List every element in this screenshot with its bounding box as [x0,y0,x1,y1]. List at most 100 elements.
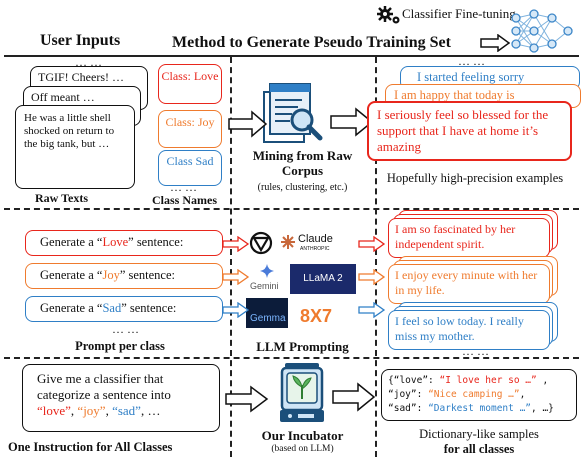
class-names-ellipsis: … … [170,180,197,194]
prompt-love-suffix: ” sentence: [128,235,184,249]
gen-love-card: I am so fascinated by her independent sp… [388,218,550,258]
raw-text-3: He was a little shell shocked on return … [24,112,115,150]
mined-card-love: I seriously feel so blessed for the supp… [367,101,572,161]
user-inputs-heading: User Inputs [40,32,121,49]
instruction-label: One Instruction for All Classes [8,440,173,454]
claude-star-icon [281,235,295,249]
dict-key-joy: “joy”: [388,389,423,400]
prompt-sad-suffix: ” sentence: [121,301,177,315]
gemma-logo: Gemma [246,298,288,328]
mined-text-joy: I am happy that today is [394,88,515,102]
claude-text: Claude [298,233,333,245]
llama-text: LLaMA 2 [303,273,343,284]
mined-text-love: I seriously feel so blessed for the supp… [377,107,549,154]
instruction-sad: “sad” [112,403,141,418]
claude-logo: Claude ANTHROPIC [280,232,358,254]
prompt-love-box: Generate a “Love” sentence: [25,230,223,256]
method-heading: Method to Generate Pseudo Training Set [172,34,451,51]
prompt-ellipsis: … … [112,322,139,336]
mining-sublabel: (rules, clustering, etc.) [257,182,348,193]
prompt-joy-class: Joy [102,268,120,282]
gear-icon [377,6,400,24]
class-sad-label: Class Sad [166,154,214,168]
gemini-logo: Gemini [250,264,286,294]
gemini-star-icon [260,264,274,278]
arrow-into-mining [228,110,268,138]
gemma-text: Gemma [250,313,286,324]
gen-ellipsis: … … [462,344,489,358]
class-joy-label: Class: Joy [165,115,215,129]
raw-texts-label: Raw Texts [35,191,89,205]
llm-prompting-label: LLM Prompting [256,339,349,354]
prompt-per-class-label: Prompt per class [75,339,165,353]
classifier-label: Classifier Fine-tuning [402,6,516,21]
gen-love-text: I am so fascinated by her independent sp… [395,222,516,251]
llama-logo: LLaMA 2 [290,264,356,294]
arrow-sad-out [358,302,386,318]
dict-val-joy: “Nice camping …” [428,389,520,400]
header-divider [4,55,579,57]
arrow-out-mining [330,107,374,137]
row-divider-1 [4,208,579,210]
dict-key-sad: “sad”: [388,403,423,414]
column-divider-left [230,57,232,457]
mined-caption: Hopefully high-precision examples [386,171,564,185]
class-names-label: Class Names [152,193,217,207]
dict-val-sad: “Darkest moment …” [428,403,532,414]
instruction-love: “love” [37,403,71,418]
dictionary-line-sad: “sad”: “Darkest moment …”, …} [388,402,570,416]
class-sad-box: Class Sad [158,150,222,186]
arrow-joy-in [222,269,250,285]
class-love-box: Class: Love [158,64,222,104]
raw-text-2: Off meant … [31,90,95,104]
dict-tail: , …} [531,403,554,414]
incubator-icon [280,363,324,422]
mined-ellipsis: … … [458,54,485,68]
mistral-logo: 8X7 [298,298,334,328]
raw-texts-ellipsis: … … [75,55,102,69]
arrow-sad-in [222,302,250,318]
class-love-label: Class: Love [161,69,219,83]
gen-sad-text: I feel so low today. I really miss my mo… [395,314,524,343]
mining-document-icon [263,83,323,143]
instruction-text: Give me a classifier that categorize a s… [37,371,171,402]
llm-logo-grid: Claude ANTHROPIC Gemini LLaMA 2 Gemma 8X… [246,228,358,328]
dictionary-line-joy: “joy”: “Nice camping …”, [388,389,526,400]
prompt-love-class: Love [102,235,129,249]
dictionary-line-love: {“love”: “I love her so …” , [388,375,549,386]
gen-joy-card: I enjoy every minute with her in my life… [388,264,550,304]
arrow-out-incubator [332,382,376,412]
anthropic-text: ANTHROPIC [300,246,330,252]
gen-joy-text: I enjoy every minute with her in my life… [395,268,538,297]
arrow-into-incubator [225,385,269,413]
dictionary-caption-2: for all classes [443,442,515,456]
mined-text-sad: I started feeling sorry [417,70,525,84]
column-divider-right [375,57,377,457]
incubator-sublabel: (based on LLM) [271,444,334,454]
hollow-arrow-icon [480,34,510,52]
row-divider-2 [4,357,579,359]
prompt-sad-box: Generate a “Sad” sentence: [25,296,223,322]
prompt-sad-class: Sad [102,301,122,315]
mining-label: Mining from Raw Corpus [252,148,353,178]
instruction-box: Give me a classifier that categorize a s… [22,364,220,432]
incubator-label: Our Incubator [261,428,344,443]
prompt-joy-suffix: ” sentence: [119,268,176,282]
openai-logo [246,228,276,258]
class-joy-box: Class: Joy [158,110,222,148]
gen-sad-card: I feel so low today. I really miss my mo… [388,310,550,350]
neural-network-icon [511,9,573,53]
prompt-joy-box: Generate a “Joy” sentence: [25,263,223,289]
dictionary-box: {“love”: “I love her so …” , “joy”: “Nic… [381,369,577,421]
arrow-love-in [222,236,250,252]
raw-text-1: TGIF! Cheers! … [38,70,124,84]
prompt-love-prefix: Generate a “ [40,235,103,249]
gemini-text: Gemini [250,281,279,291]
dict-key-love: {“love”: [388,375,434,386]
arrow-joy-out [358,269,386,285]
dict-val-love: “I love her so …” [439,375,537,386]
dictionary-caption-1: Dictionary-like samples [419,427,539,441]
mistral-text: 8X7 [299,306,333,326]
prompt-sad-prefix: Generate a “ [40,301,103,315]
